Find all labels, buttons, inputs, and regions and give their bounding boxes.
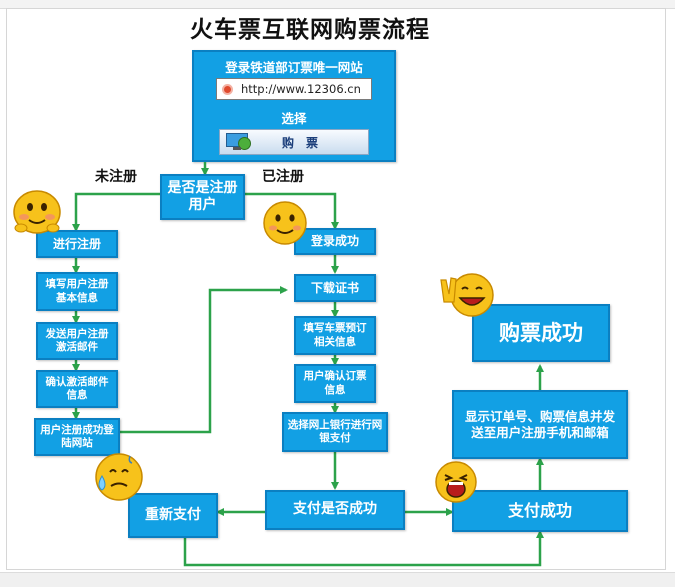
smiley-icon — [13, 190, 61, 234]
step-online-bank: 选择网上银行进行网银支付 — [282, 412, 388, 452]
label-not-registered: 未注册 — [95, 169, 137, 185]
step-fill-booking-info: 填写车票预订相关信息 — [294, 316, 376, 355]
arrow-decision-to-login — [245, 192, 339, 230]
arrow-repay-to-paysuccess — [183, 530, 544, 567]
step-pay-success: 支付成功 — [452, 490, 628, 532]
url-bar[interactable]: http://www.12306.cn — [216, 78, 372, 100]
select-text: 选择 — [281, 111, 307, 126]
decision-registered-user: 是否是注册用户 — [160, 174, 245, 220]
website-login-box: 登录铁道部订票唯一网站 http://www.12306.cn 选择 购 票 — [192, 50, 396, 162]
laughing-smiley-icon — [435, 461, 477, 503]
image-frame — [6, 8, 666, 570]
label-registered: 已注册 — [262, 169, 304, 185]
login-site-text: 登录铁道部订票唯一网站 — [225, 60, 363, 75]
page-title: 火车票互联网购票流程 — [190, 17, 430, 43]
sweat-smiley-icon — [95, 453, 143, 501]
step-download-cert: 下载证书 — [294, 274, 376, 302]
monitor-globe-icon — [226, 133, 252, 151]
step-send-activation-email: 发送用户注册激活邮件 — [36, 322, 118, 360]
arrow-decision-to-register — [72, 192, 160, 232]
step-confirm-activation: 确认激活邮件信息 — [36, 370, 118, 408]
site-icon — [222, 83, 233, 95]
step-login-success: 登录成功 — [294, 228, 376, 255]
decision-pay-success: 支付是否成功 — [265, 490, 405, 530]
step-register-success: 用户注册成功登陆网站 — [34, 418, 120, 456]
url-text: http://www.12306.cn — [241, 82, 361, 96]
arrow-regsuccess-to-cert — [117, 286, 288, 434]
step-confirm-booking: 用户确认订票信息 — [294, 364, 376, 403]
step-ticket-success: 购票成功 — [472, 304, 610, 362]
buy-ticket-button[interactable]: 购 票 — [219, 129, 369, 155]
smiley-icon — [263, 201, 307, 245]
buy-ticket-label: 购 票 — [282, 135, 319, 150]
victory-smiley-icon — [440, 273, 494, 317]
step-fill-basic-info: 填写用户注册基本信息 — [36, 272, 118, 311]
step-register: 进行注册 — [36, 230, 118, 258]
step-repay: 重新支付 — [128, 493, 218, 538]
window-bottom-strip — [0, 572, 675, 587]
step-show-order: 显示订单号、购票信息并发送至用户注册手机和邮箱 — [452, 390, 628, 459]
